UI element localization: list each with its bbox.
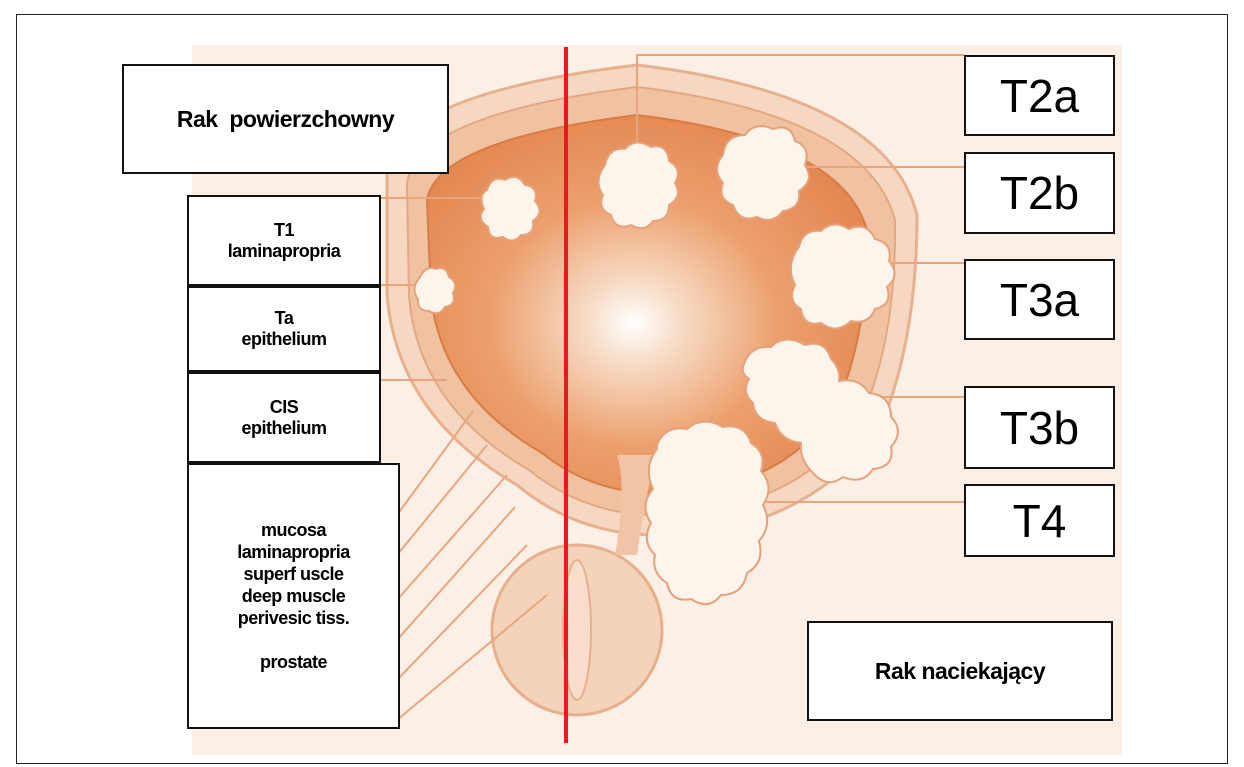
tumor-t1 bbox=[481, 177, 540, 241]
t1-sublabel: laminapropria bbox=[228, 241, 341, 262]
cis-box: CIS epithelium bbox=[187, 372, 381, 463]
stage-t3a-label: T3a bbox=[1000, 273, 1079, 327]
stage-t2a-box: T2a bbox=[964, 55, 1115, 136]
superficial-cancer-title: Rak powierzchowny bbox=[177, 106, 394, 133]
stage-t2b-box: T2b bbox=[964, 152, 1115, 234]
layer-prostate: prostate bbox=[260, 651, 327, 673]
stage-t2b-label: T2b bbox=[1000, 166, 1079, 220]
layer-lamina-propria: laminapropria bbox=[237, 541, 350, 563]
layer-mucosa: mucosa bbox=[261, 519, 326, 541]
ta-label: Ta bbox=[275, 308, 294, 329]
stage-t3a-box: T3a bbox=[964, 259, 1115, 340]
tumor-ta bbox=[414, 268, 455, 313]
tumor-t2a bbox=[598, 142, 677, 228]
t1-box: T1 laminapropria bbox=[187, 195, 381, 286]
cis-label: CIS bbox=[270, 397, 299, 418]
layer-perivesical-tissue: perivesic tiss. bbox=[238, 607, 350, 629]
stage-t4-label: T4 bbox=[1013, 494, 1067, 548]
invasive-cancer-title-box: Rak naciekający bbox=[807, 621, 1113, 721]
invasive-cancer-title: Rak naciekający bbox=[875, 658, 1045, 685]
stage-t2a-label: T2a bbox=[1000, 69, 1079, 123]
figure-frame: Rak powierzchowny T1 laminapropria Ta ep… bbox=[16, 14, 1228, 764]
layers-box: mucosa laminapropria superf uscle deep m… bbox=[187, 463, 400, 729]
superficial-cancer-title-box: Rak powierzchowny bbox=[122, 64, 449, 174]
ta-sublabel: epithelium bbox=[241, 329, 326, 350]
layer-superficial-muscle: superf uscle bbox=[243, 563, 343, 585]
cis-sublabel: epithelium bbox=[241, 418, 326, 439]
ta-box: Ta epithelium bbox=[187, 286, 381, 372]
stage-t4-box: T4 bbox=[964, 484, 1115, 557]
stage-t3b-label: T3b bbox=[1000, 401, 1079, 455]
stage-t3b-box: T3b bbox=[964, 386, 1115, 469]
layer-deep-muscle: deep muscle bbox=[242, 585, 346, 607]
t1-label: T1 bbox=[274, 220, 294, 241]
